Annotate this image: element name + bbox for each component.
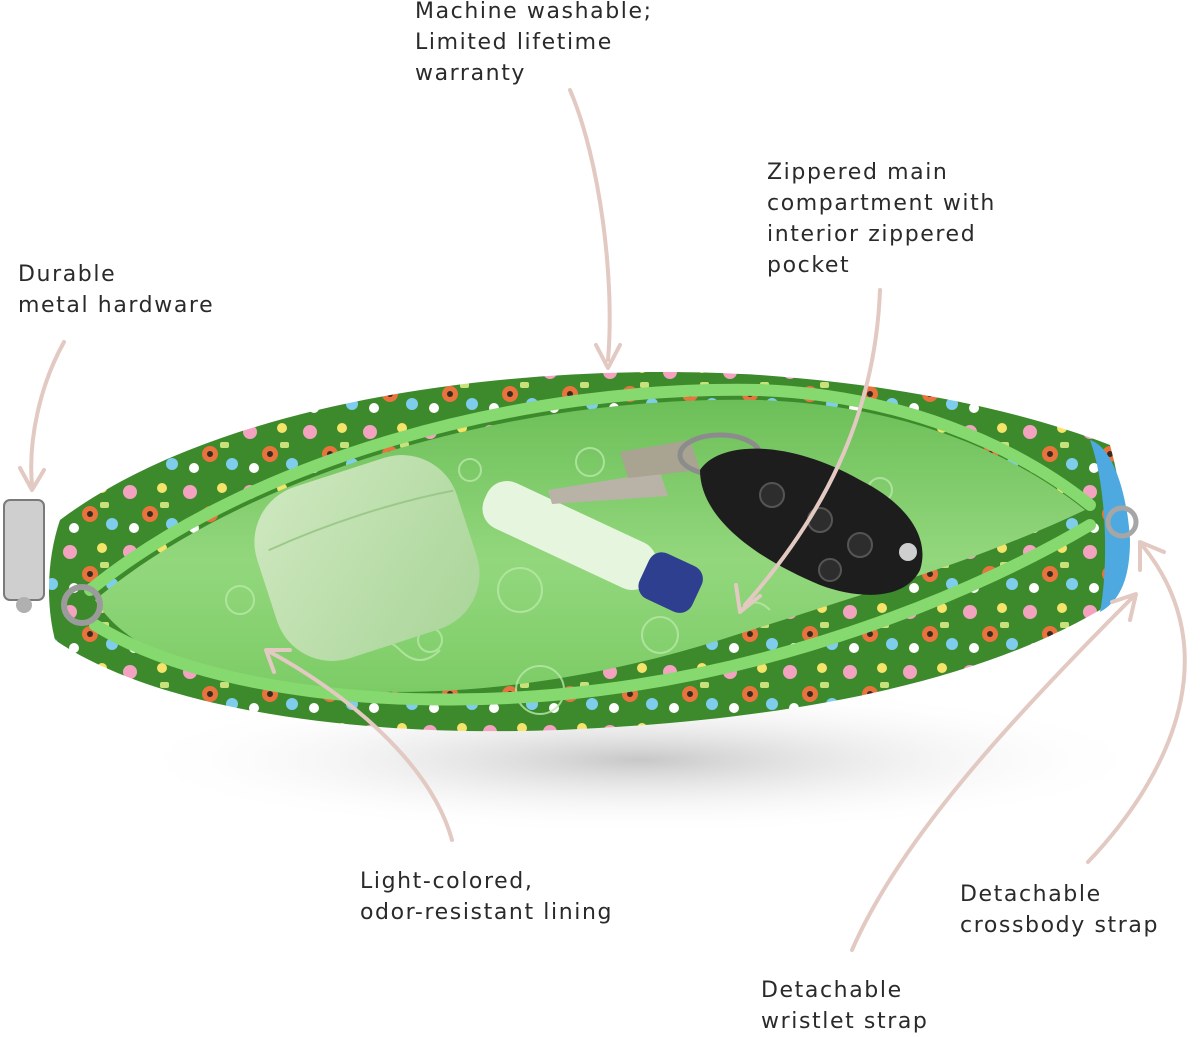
car-key-icon (548, 432, 923, 595)
arrow-washable (568, 88, 612, 362)
arrow-lining (268, 650, 454, 842)
arrow-hardware-head (18, 466, 46, 492)
metal-hardware-icon (3, 499, 103, 626)
arrow-wristlet-head (1110, 592, 1138, 622)
arrow-crossbody-head (1138, 540, 1166, 572)
arrow-crossbody (1086, 543, 1187, 864)
callout-compartment: Zippered main compartment with interior … (767, 160, 996, 278)
callout-wristlet: Detachable wristlet strap (761, 978, 929, 1034)
arrow-wristlet (850, 596, 1134, 952)
callout-arrows (18, 88, 1187, 952)
arrow-compartment-head (734, 583, 762, 614)
arrow-hardware (29, 340, 66, 487)
d-ring-icon (1105, 505, 1139, 539)
lip-balm-icon (482, 480, 703, 613)
zipper-top (84, 383, 1096, 596)
callout-hardware: Durable metal hardware (18, 262, 215, 318)
callout-crossbody: Detachable crossbody strap (960, 882, 1160, 938)
arrow-washable-head (594, 343, 622, 370)
callout-lining: Light-colored, odor-resistant lining (360, 869, 614, 925)
arrow-lining-head (264, 648, 292, 674)
zipper-bottom (89, 519, 1096, 706)
callout-washable: Machine washable; Limited lifetime warra… (415, 0, 653, 86)
arrow-compartment (743, 288, 882, 607)
earbuds-case-icon (254, 455, 480, 661)
